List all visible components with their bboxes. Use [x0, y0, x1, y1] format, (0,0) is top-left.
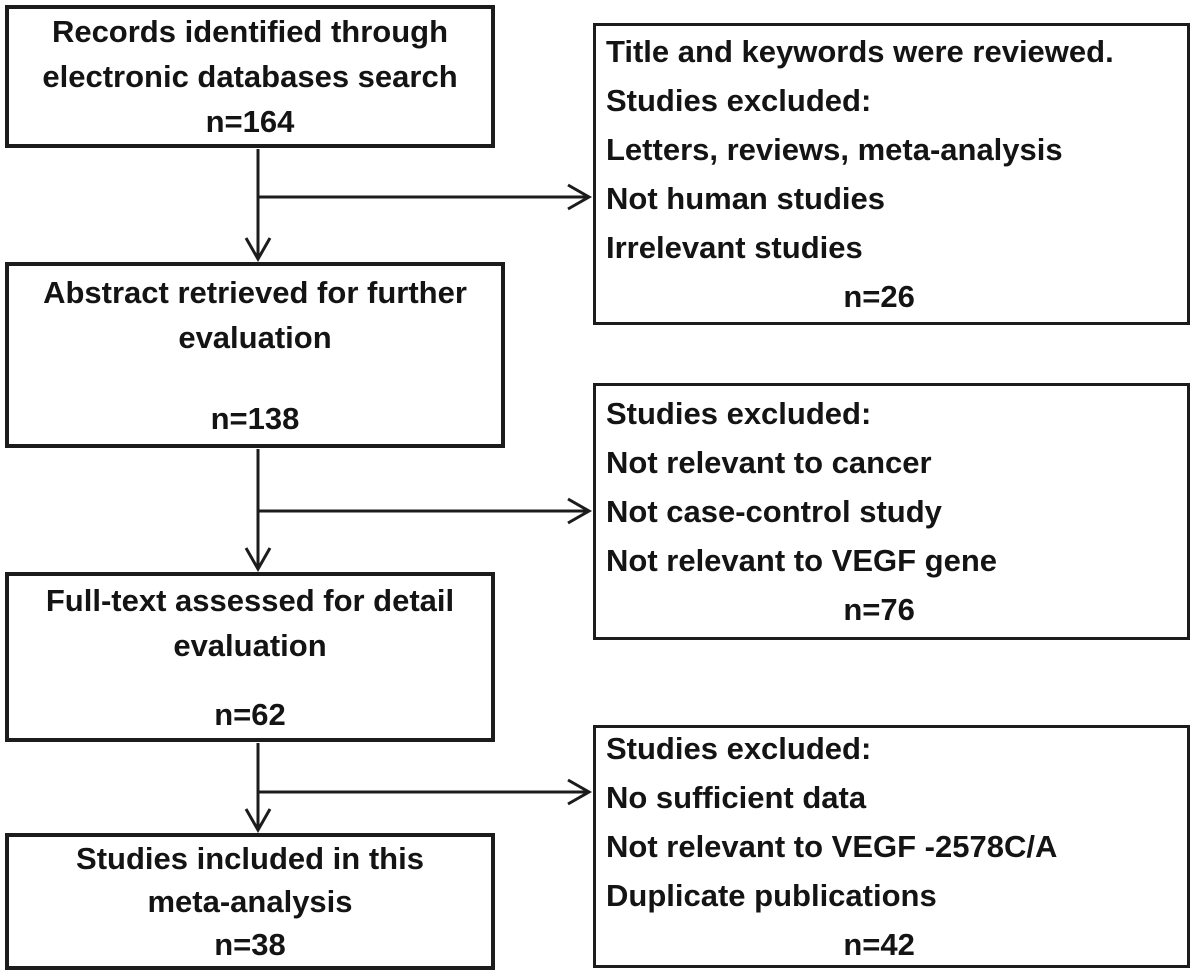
flow-box-excluded-abstract-review: Studies excluded: Not relevant to cancer…	[593, 383, 1190, 640]
box-count: n=164	[205, 104, 295, 139]
box-count: n=138	[210, 400, 300, 436]
flow-box-studies-included: Studies included in this meta-analysis n…	[5, 833, 495, 970]
box-text-line: Not case-control study	[606, 494, 942, 529]
box-text-line: Studies excluded:	[606, 83, 872, 118]
box-count: n=76	[843, 592, 915, 627]
flow-box-excluded-title-review: Title and keywords were reviewed. Studie…	[593, 23, 1190, 325]
flow-box-fulltext-assessed: Full-text assessed for detail evaluation…	[5, 572, 495, 742]
box-count: n=42	[843, 927, 915, 962]
box-count: n=38	[214, 927, 286, 962]
arrowhead-down-2-icon	[244, 547, 272, 573]
box-text-line: Not human studies	[606, 181, 886, 216]
arrowhead-right-1-icon	[567, 183, 593, 211]
arrowhead-right-3-icon	[567, 778, 593, 806]
box-text-line: meta-analysis	[147, 884, 353, 919]
box-text-line: Studies excluded:	[606, 731, 872, 766]
box-text-line: evaluation	[173, 627, 327, 663]
box-text-line: electronic databases search	[42, 59, 458, 94]
box-text-line: Not relevant to VEGF gene	[606, 543, 998, 578]
arrowhead-down-3-icon	[244, 808, 272, 834]
arrowhead-right-2-icon	[567, 497, 593, 525]
box-text-line: Studies included in this	[76, 841, 424, 876]
box-text-line: Duplicate publications	[606, 878, 937, 913]
box-text-line: evaluation	[178, 319, 332, 355]
box-text-line: Studies excluded:	[606, 396, 872, 431]
box-text-line: Full-text assessed for detail	[45, 582, 455, 618]
box-text-line: Not relevant to VEGF -2578C/A	[606, 829, 1058, 864]
box-text-line: Irrelevant studies	[606, 230, 863, 265]
box-text-line: Title and keywords were reviewed.	[606, 34, 1114, 69]
box-text-line: Records identified through	[51, 14, 449, 49]
flow-box-records-identified: Records identified through electronic da…	[5, 5, 495, 148]
box-text-line: Abstract retrieved for further	[43, 274, 467, 310]
box-text-line: No sufficient data	[606, 780, 867, 815]
flow-box-excluded-fulltext-review: Studies excluded: No sufficient data Not…	[593, 725, 1190, 968]
box-text-line: Letters, reviews, meta-analysis	[606, 132, 1063, 167]
flow-box-abstract-retrieved: Abstract retrieved for further evaluatio…	[5, 262, 505, 448]
box-count: n=26	[843, 279, 915, 314]
arrowhead-down-1-icon	[244, 237, 272, 263]
box-count: n=62	[214, 696, 286, 732]
box-text-line: Not relevant to cancer	[606, 445, 932, 480]
